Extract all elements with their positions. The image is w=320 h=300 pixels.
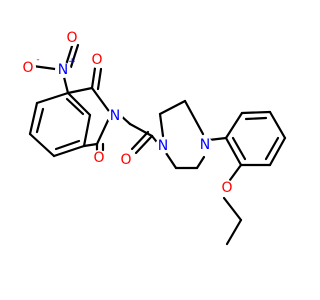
atom-symbol: O <box>120 152 131 168</box>
bond-ch2-co <box>128 122 154 138</box>
bond-ar5 <box>82 113 92 148</box>
bond-pip2 <box>158 99 187 116</box>
atom-charge: - <box>36 55 39 65</box>
bond-pip4 <box>195 155 206 170</box>
bonds <box>28 41 287 246</box>
bond-ph2 <box>240 110 272 115</box>
atom-labels: O - N + O O N O <box>20 30 235 196</box>
atom-symbol: O <box>93 150 104 166</box>
atom-symbol: N <box>158 138 168 154</box>
bond-ar2 <box>28 101 39 136</box>
bond-ph6-inner <box>231 136 247 161</box>
atom-nitro-o: O <box>64 30 80 46</box>
atom-symbol: O <box>22 60 33 76</box>
bond-onminus <box>31 64 57 71</box>
bond-ph4-inner <box>264 136 280 161</box>
bond-ar3 <box>28 132 56 158</box>
atom-nitro-o-minus: O - <box>20 55 40 76</box>
atom-imide-n: N <box>107 108 123 124</box>
atom-symbol: N <box>58 62 68 78</box>
atom-symbol: O <box>221 180 232 196</box>
molecule-diagram: O - N + O O N O <box>20 30 287 246</box>
bond-n-aromatic <box>62 75 70 95</box>
bond-ar4 <box>52 144 86 158</box>
atom-piperazine-n4: N <box>197 137 213 153</box>
bond-no-a <box>69 43 80 69</box>
structure-canvas: O - N + O O N O <box>20 30 287 246</box>
bond-n-aryl <box>207 136 228 142</box>
bond-ar1 <box>35 91 70 105</box>
bond-ar-o <box>228 163 243 182</box>
bond-pip1 <box>158 112 165 138</box>
atom-amide-o: O <box>118 152 134 168</box>
atom-nitro-n: N + <box>55 57 76 78</box>
bond-ar4-inner <box>54 139 81 151</box>
atom-symbol: O <box>91 52 102 68</box>
atom-ether-o: O <box>219 180 235 196</box>
bond-ph3 <box>268 110 287 140</box>
atom-symbol: N <box>110 108 120 124</box>
atom-symbol: O <box>66 30 77 46</box>
atom-imide-o-top: O <box>89 52 105 68</box>
bond-no-b <box>64 41 75 67</box>
bond-amide-co-a <box>134 134 154 155</box>
bond-co-top-a <box>90 66 97 90</box>
bond-ph4 <box>268 136 287 167</box>
bond-c3-ar <box>82 142 99 148</box>
bond-pip6 <box>164 151 178 170</box>
bond-ph6 <box>224 136 243 167</box>
atom-piperazine-n1: N <box>155 138 171 154</box>
bond-amide-co-b <box>130 130 150 151</box>
bond-ch2-ch3 <box>225 218 243 246</box>
bond-ar6-inner <box>65 97 85 116</box>
bond-co-top-b <box>96 67 103 91</box>
bond-ph2-inner <box>244 116 268 121</box>
bond-ar6 <box>66 91 92 117</box>
bond-pip3 <box>183 99 205 136</box>
bond-o-ch2 <box>222 196 243 222</box>
bond-c1-top <box>66 86 94 95</box>
atom-charge: + <box>68 57 76 67</box>
bond-c1-n <box>90 86 113 116</box>
atom-symbol: N <box>200 137 210 153</box>
bond-ar2-inner <box>35 107 45 134</box>
atom-imide-o-bottom: O <box>91 150 107 166</box>
bond-ph1 <box>224 111 244 140</box>
